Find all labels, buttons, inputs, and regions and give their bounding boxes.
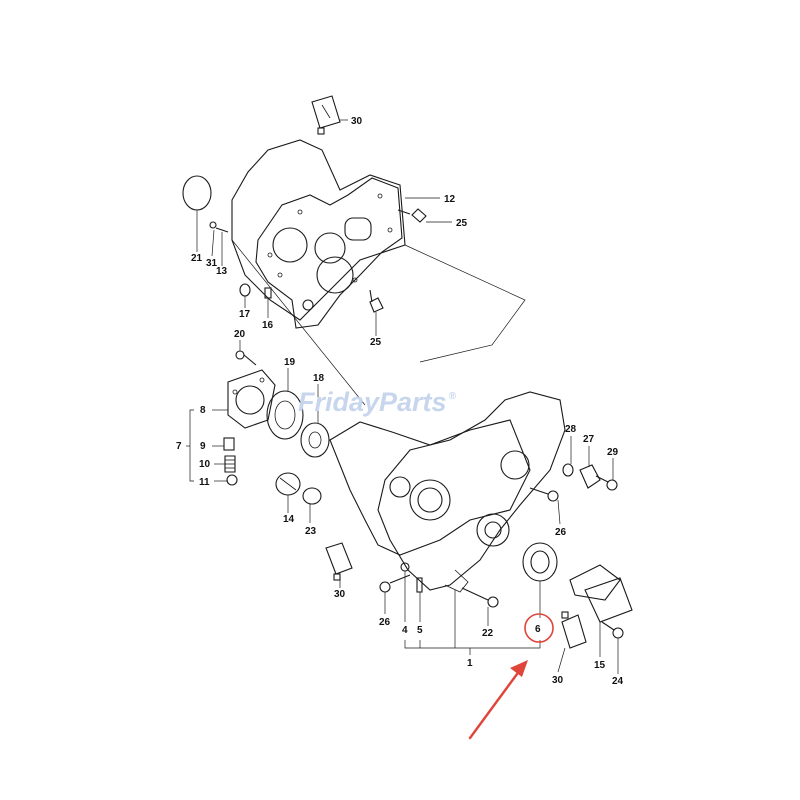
cover-27	[579, 464, 601, 489]
part-label-7: 7	[176, 441, 182, 452]
part-label-24: 24	[612, 676, 624, 687]
gear-case-housing	[377, 391, 566, 593]
bolt-icon	[369, 289, 384, 313]
part-label-26-right: 26	[555, 527, 567, 538]
part-label-22: 22	[482, 628, 494, 639]
part-label-29: 29	[607, 447, 619, 458]
bolt-icon	[397, 208, 427, 223]
part-label-27: 27	[583, 434, 595, 445]
bolt-icon	[529, 487, 559, 502]
sealant-tube-icon	[311, 95, 341, 135]
rear-gasket-lower	[329, 419, 531, 556]
rear-gasket-upper	[231, 139, 406, 321]
part-label-8: 8	[200, 405, 206, 416]
part-label-14: 14	[283, 514, 295, 525]
watermark-logo: FridayParts®	[298, 387, 457, 417]
part-label-5: 5	[417, 625, 423, 636]
bolt-icon	[461, 587, 499, 608]
part-label-17: 17	[239, 309, 251, 320]
sealant-tube-icon	[325, 542, 353, 581]
o-ring-small-17	[239, 283, 251, 297]
part-label-30-right: 30	[552, 675, 564, 686]
part-label-18: 18	[313, 373, 325, 384]
pump-rotor-outer-19	[266, 390, 304, 440]
bolt-icon	[379, 574, 411, 593]
part-label-25-lower: 25	[370, 337, 382, 348]
part-label-23: 23	[305, 526, 317, 537]
part-label-28: 28	[565, 424, 577, 435]
part-label-20: 20	[234, 329, 246, 340]
part-label-30-top: 30	[351, 116, 363, 127]
part-label-21: 21	[191, 253, 203, 264]
o-ring-icon	[562, 463, 574, 477]
part-label-16: 16	[262, 320, 274, 331]
part-label-31: 31	[206, 258, 218, 269]
part-label-13: 13	[216, 266, 228, 277]
part-label-12: 12	[444, 194, 456, 205]
oil-seal-icon	[522, 542, 558, 582]
part-label-4: 4	[402, 625, 408, 636]
oil-pump-body	[227, 369, 276, 429]
part-label-25-upper: 25	[456, 218, 468, 229]
gear-case-plate	[255, 177, 403, 329]
part-label-1: 1	[467, 658, 473, 669]
sealant-tube-icon	[561, 611, 587, 649]
part-label-15: 15	[594, 660, 606, 671]
pump-rotor-inner-18	[300, 422, 330, 458]
part-label-6: 6	[535, 624, 541, 635]
part-label-11: 11	[199, 477, 210, 488]
relief-valve-parts	[223, 437, 238, 486]
part-label-19: 19	[284, 357, 296, 368]
bolt-icon	[595, 475, 618, 491]
highlight-circle	[524, 613, 554, 643]
part-label-26-left: 26	[379, 617, 391, 628]
bolt-icon	[235, 350, 257, 366]
bolt-small-31-13	[209, 221, 229, 233]
part-label-30-left: 30	[334, 589, 346, 600]
oil-filler-cap-14	[275, 472, 301, 496]
o-ring-large	[182, 175, 212, 211]
part-label-9: 9	[200, 441, 206, 452]
o-ring-icon	[302, 487, 322, 505]
gasket-icon	[569, 564, 621, 601]
bolt-icon	[601, 621, 624, 639]
part-label-10: 10	[199, 459, 211, 470]
side-cover-15	[584, 577, 633, 623]
callout-arrow-icon	[468, 660, 528, 740]
